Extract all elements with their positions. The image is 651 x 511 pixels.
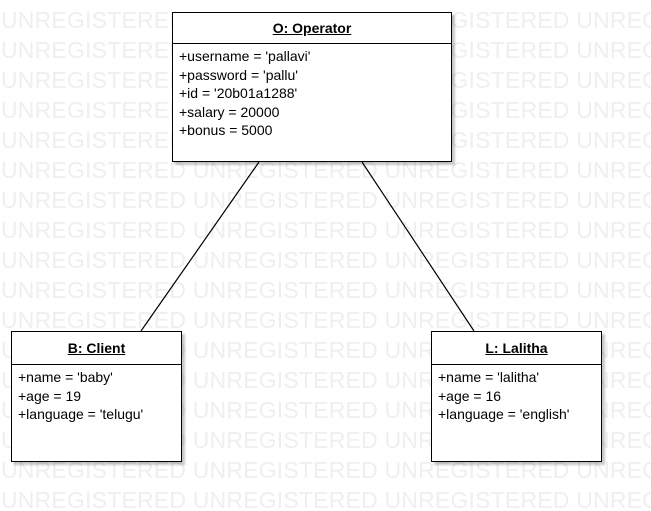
attribute-salary: +salary = 20000 xyxy=(179,103,280,120)
object-operator[interactable]: O: Operator +username = 'pallavi' +passw… xyxy=(172,12,452,162)
attribute-bonus: +bonus = 5000 xyxy=(179,122,273,138)
object-operator-attributes: +username = 'pallavi' +password = 'pallu… xyxy=(173,44,451,140)
object-lalitha-title: L: Lalitha xyxy=(432,332,601,365)
object-client-attributes: +name = 'baby' +age = 19 +language = 'te… xyxy=(12,365,181,424)
attribute-age: +age = 16 xyxy=(438,387,502,404)
attribute-name: +name = 'lalitha' xyxy=(438,369,540,385)
attribute-language: +language = 'telugu' xyxy=(18,406,144,422)
link-operator-client xyxy=(140,161,260,332)
link-operator-lalitha xyxy=(361,161,475,332)
object-lalitha-attributes: +name = 'lalitha' +age = 16 +language = … xyxy=(432,365,601,424)
object-client[interactable]: B: Client +name = 'baby' +age = 19 +lang… xyxy=(11,331,182,462)
attribute-id: +id = '20b01a1288' xyxy=(179,85,298,101)
object-client-title: B: Client xyxy=(12,332,181,365)
attribute-language: +language = 'english' xyxy=(438,406,570,422)
object-lalitha[interactable]: L: Lalitha +name = 'lalitha' +age = 16 +… xyxy=(431,331,602,462)
attribute-age: +age = 19 xyxy=(18,387,82,404)
attribute-username: +username = 'pallavi' xyxy=(179,48,311,64)
attribute-name: +name = 'baby' xyxy=(18,369,113,385)
attribute-password: +password = 'pallu' xyxy=(179,66,298,83)
object-operator-title: O: Operator xyxy=(173,13,451,44)
